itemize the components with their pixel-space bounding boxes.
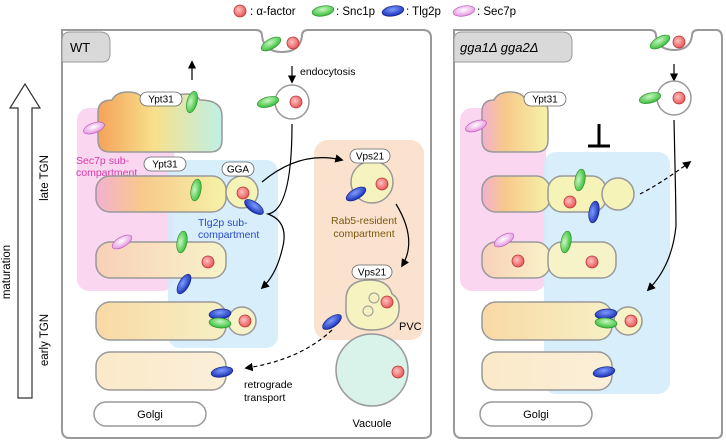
vacuole-label: Vacuole (353, 418, 392, 430)
alpha-factor-icon (624, 314, 638, 328)
tgn-cisterna-middle (481, 175, 551, 213)
mutant-panel: gga1Δ gga2Δ Ypt31 (453, 29, 723, 439)
rab5-compartment-region (314, 140, 424, 340)
tgn-cisterna-lower (95, 241, 227, 279)
alpha-factor-icon (286, 36, 300, 50)
alpha-factor-icon (585, 255, 599, 269)
legend-snc1p-label: : Snc1p (336, 6, 375, 18)
golgi-pill (479, 401, 593, 427)
late-tgn-label: late TGN (39, 155, 51, 201)
endocytic-to-tgn-arrow (260, 123, 293, 290)
legend-alpha-factor-label: : α-factor (250, 6, 296, 18)
alpha-factor-icon (375, 177, 389, 191)
gga-label: GGA (227, 165, 250, 176)
rab5-to-pvc-arrow (395, 203, 410, 268)
pvc-label: PVC (399, 321, 422, 333)
tlg2-subcompartment-label-line1: Tlg2p sub- (198, 217, 248, 229)
retrograde-label-line1: retrograde (244, 379, 293, 391)
maturation-arrow-icon (8, 82, 42, 399)
golgi-pill (93, 401, 207, 427)
vps21-badge (349, 148, 391, 164)
rab5-compartment-label-line1: Rab5-resident (331, 215, 397, 227)
earliest-cisterna (481, 351, 613, 391)
endocytic-to-tgn-arrow (646, 119, 677, 292)
ypt31-badge (143, 156, 187, 172)
fused-bud-lower (547, 241, 617, 279)
mutant-title-tab (453, 31, 573, 63)
mutant-golgi-label: Golgi (523, 409, 549, 421)
vps21-badge (351, 264, 393, 280)
sec7p-legend-icon (451, 3, 477, 19)
golgi-label: Golgi (137, 409, 163, 421)
rab5-compartment-label-line2: compartment (333, 228, 394, 240)
alpha-factor-icon (289, 95, 303, 109)
ypt31-mid-label: Ypt31 (152, 160, 178, 171)
alpha-factor-icon (511, 254, 525, 268)
intraluminal-vesicle (368, 292, 380, 304)
tgn-cisterna-middle (95, 175, 227, 213)
ypt31-badge (523, 91, 567, 107)
mutant-ypt31-label: Ypt31 (532, 95, 558, 106)
early-tgn-cisterna (481, 301, 613, 341)
vps21-bottom-label: Vps21 (358, 268, 387, 279)
legend-sec7p-label: : Sec7p (477, 6, 516, 18)
alpha-factor-icon (563, 195, 577, 209)
vacuole (335, 333, 409, 407)
ypt31-badge (139, 91, 183, 107)
gga-to-rab5-arrow (261, 154, 344, 183)
endocytosis-label: endocytosis (300, 66, 355, 78)
maturation-axis: maturation late TGN early TGN (1, 82, 51, 399)
ypt31-top-label: Ypt31 (148, 95, 174, 106)
alpha-factor-icon (672, 35, 686, 49)
early-tgn-label: early TGN (39, 314, 51, 366)
alpha-factor-icon (201, 255, 215, 269)
retrograde-transport-arrow (244, 329, 333, 372)
sec7-subcompartment-label-line1: Sec7p sub- (76, 155, 130, 167)
wt-panel: WT endocytosis Ypt31 Sec7p sub- compartm… (61, 29, 432, 439)
retrograde-label-line2: transport (244, 392, 286, 404)
maturation-label: maturation (1, 245, 13, 299)
snc1p-legend-icon (310, 3, 336, 19)
alpha-factor-icon (238, 314, 252, 328)
wt-title: WT (70, 40, 90, 55)
tlg2-subcompartment-label-line2: compartment (198, 229, 259, 241)
alpha-factor-icon (672, 91, 686, 105)
alpha-factor-icon (391, 365, 405, 379)
intraluminal-vesicle (362, 305, 374, 317)
pvc (345, 279, 400, 331)
alpha-factor-legend-icon (233, 4, 247, 18)
gga-badge (221, 161, 255, 177)
tlg2p-legend-icon (380, 3, 406, 19)
earliest-cisterna (95, 351, 227, 391)
vps21-top-label: Vps21 (356, 152, 385, 163)
alpha-factor-icon (236, 186, 250, 200)
block-icon (588, 124, 610, 148)
wt-title-tab (61, 31, 111, 63)
bud-vesicle (601, 177, 635, 211)
mutant-title: gga1Δ gga2Δ (460, 40, 538, 55)
legend: : α-factor : Snc1p : Tlg2p : Sec7p (233, 3, 516, 19)
legend-tlg2p-label: : Tlg2p (406, 6, 441, 18)
alpha-factor-icon (380, 295, 394, 309)
early-tgn-cisterna (95, 301, 227, 341)
